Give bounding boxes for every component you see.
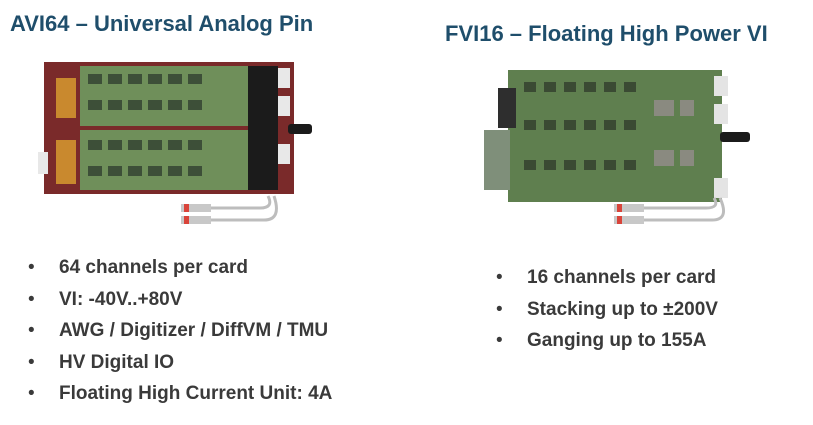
bullet-icon: • — [496, 298, 503, 320]
list-item: •16 channels per card — [496, 267, 717, 288]
list-item: •HV Digital IO — [28, 351, 175, 373]
avi64-title: AVI64 – Universal Analog Pin — [10, 11, 314, 36]
bullet-icon: • — [28, 288, 35, 310]
list-item: •AWG / Digitizer / DiffVM / TMU — [28, 320, 329, 341]
bullet-icon: • — [496, 330, 503, 351]
list-item: •VI: -40V..+80V — [28, 288, 183, 310]
avi64-card-image — [38, 62, 312, 224]
bullet-icon: • — [28, 320, 35, 341]
avi64-feature-list: •64 channels per card •VI: -40V..+80V •A… — [28, 256, 332, 414]
list-item: •64 channels per card — [28, 257, 249, 278]
bullet-icon: • — [496, 267, 503, 288]
fvi16-card-image — [484, 70, 750, 224]
fvi16-feature-list: •16 channels per card •Stacking up to ±2… — [496, 266, 718, 361]
list-item: •Ganging up to 155A — [496, 330, 707, 351]
bullet-icon: • — [28, 257, 35, 278]
list-item: •Floating High Current Unit: 4A — [28, 383, 333, 404]
bullet-icon: • — [28, 351, 35, 373]
list-item: •Stacking up to ±200V — [496, 298, 718, 320]
fvi16-title: FVI16 – Floating High Power VI — [445, 21, 768, 46]
bullet-icon: • — [28, 383, 35, 404]
